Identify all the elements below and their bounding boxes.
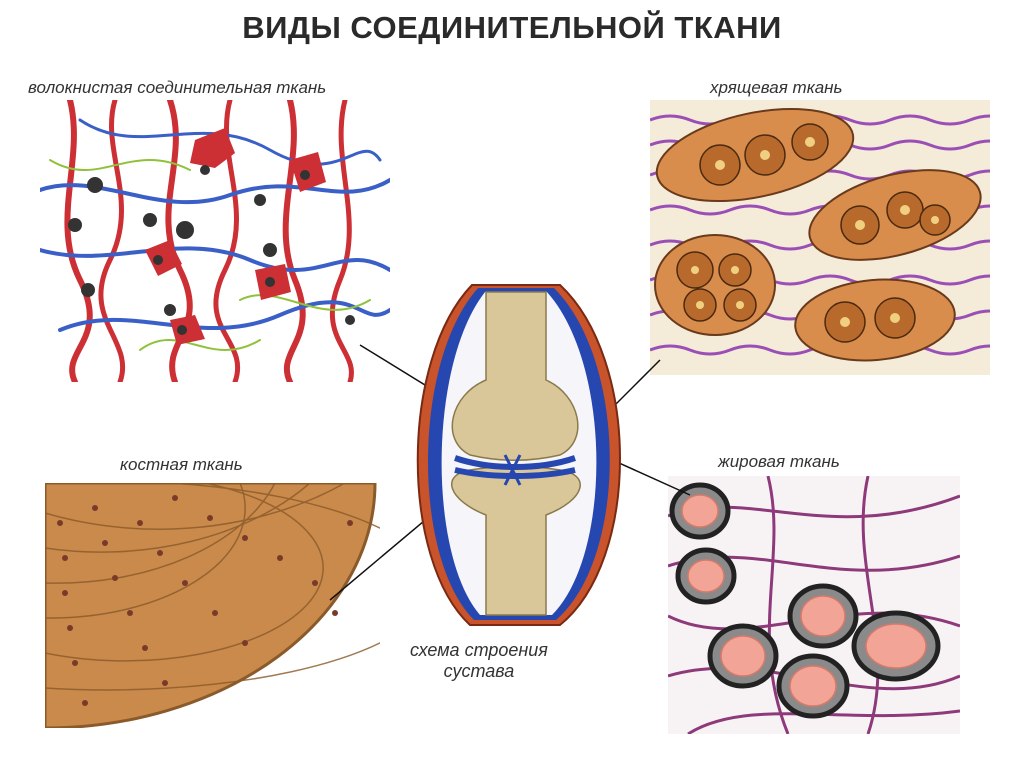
fat-tissue-label: жировая ткань xyxy=(718,452,840,471)
bone-tissue-illustration xyxy=(45,483,380,728)
joint-label-line-2: сустава xyxy=(443,661,515,681)
upper-bone xyxy=(451,291,579,461)
joint-ligament xyxy=(503,454,522,486)
bone-tissue-label: костная ткань xyxy=(120,455,243,474)
cartilage-tissue-label: хрящевая ткань xyxy=(710,78,843,97)
fibrous-tissue-label: волокнистая соединительная ткань xyxy=(28,78,327,97)
pointer-line-fat xyxy=(607,457,691,496)
fibrous-tissue-illustration xyxy=(40,100,390,382)
cartilage-tissue-illustration xyxy=(650,100,990,375)
adipose-tissue-illustration xyxy=(668,476,960,734)
joint-label-line-1: схема строения xyxy=(410,640,548,660)
joint-scheme-label: схема строения сустава xyxy=(410,640,548,682)
page-title: ВИДЫ СОЕДИНИТЕЛЬНОЙ ТКАНИ xyxy=(242,10,782,45)
